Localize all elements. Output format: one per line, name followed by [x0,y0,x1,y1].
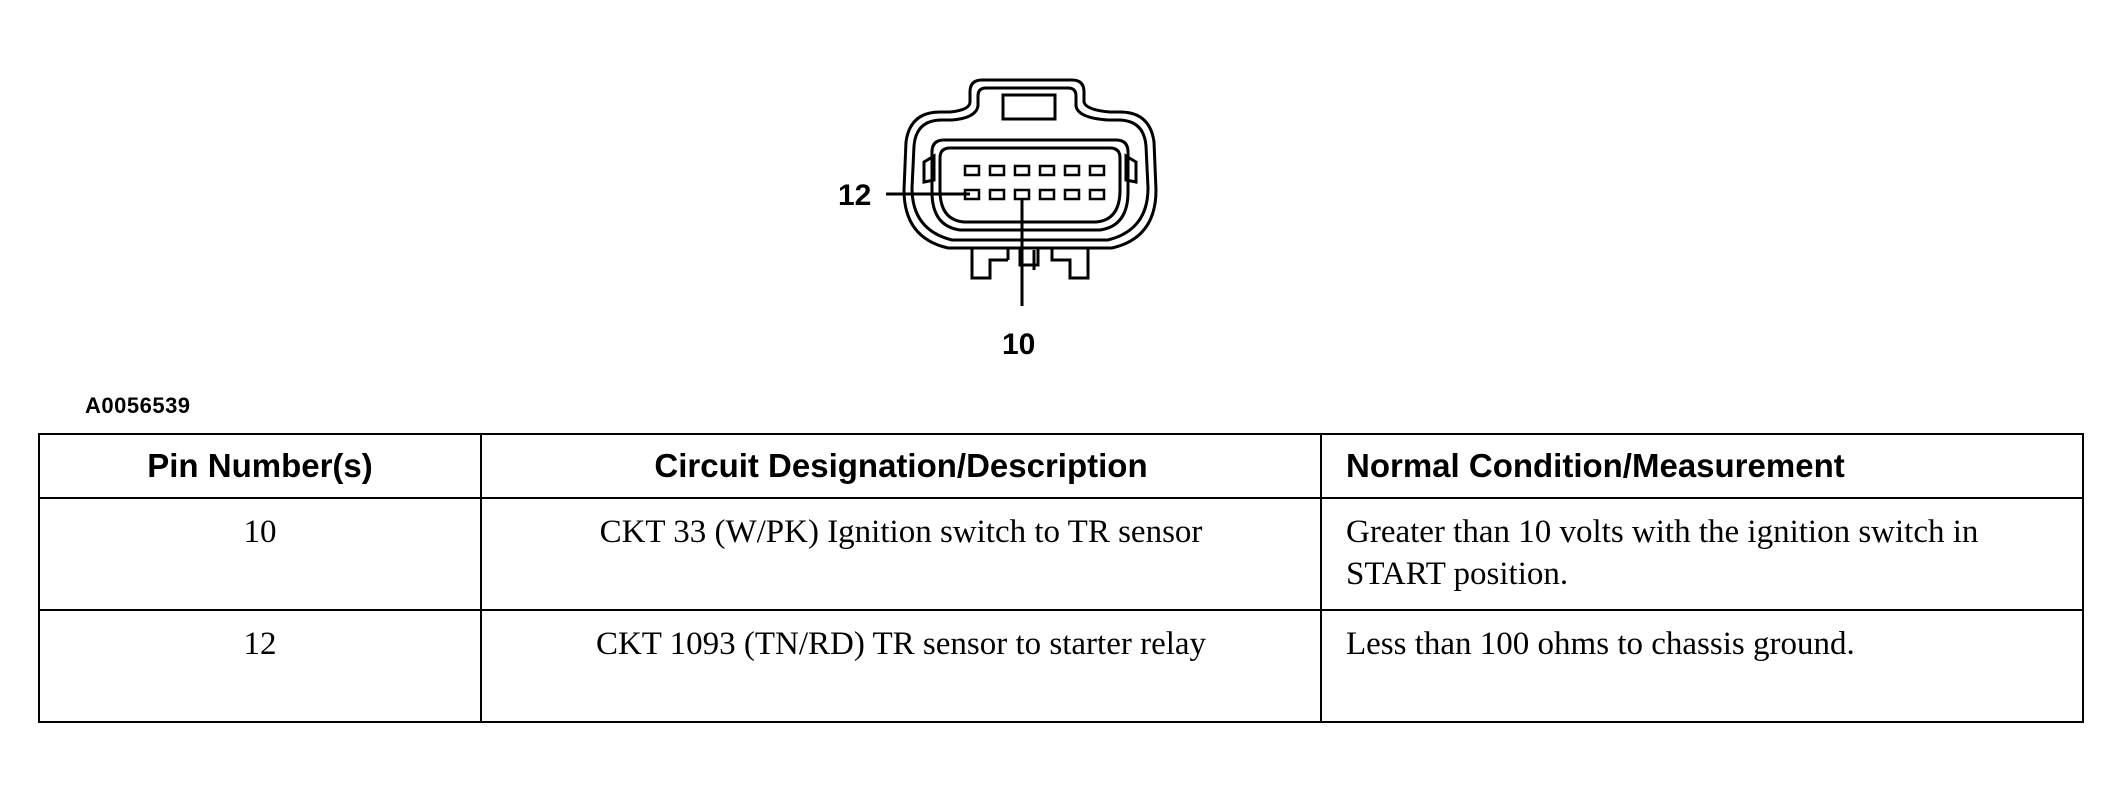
connector-face-drawing: 12 10 [838,78,1158,361]
connector-housing [902,78,1158,280]
cell-normal-condition: Greater than 10 volts with the ignition … [1320,497,2084,611]
header-normal-condition: Normal Condition/Measurement [1320,433,2084,499]
cell-pin-number: 12 [38,609,482,723]
table-row: 12 CKT 1093 (TN/RD) TR sensor to starter… [38,609,2084,723]
pin-cavity-grid [963,164,1106,201]
callout-pin-12: 12 [838,179,871,212]
header-pin-number: Pin Number(s) [38,433,482,499]
cell-normal-condition: Less than 100 ohms to chassis ground. [1320,609,2084,723]
header-circuit-designation: Circuit Designation/Description [480,433,1322,499]
table-header-row: Pin Number(s) Circuit Designation/Descri… [38,433,2084,499]
cell-pin-number: 10 [38,497,482,611]
cell-circuit-description: CKT 1093 (TN/RD) TR sensor to starter re… [480,609,1322,723]
callout-pin-10: 10 [1002,328,1035,361]
callout-leaders [886,192,1024,306]
cell-circuit-description: CKT 33 (W/PK) Ignition switch to TR sens… [480,497,1322,611]
connector-diagram: 12 10 [820,70,1240,370]
table-row: 10 CKT 33 (W/PK) Ignition switch to TR s… [38,497,2084,611]
pinout-table: Pin Number(s) Circuit Designation/Descri… [38,433,2084,723]
figure-reference-id: A0056539 [85,393,191,418]
